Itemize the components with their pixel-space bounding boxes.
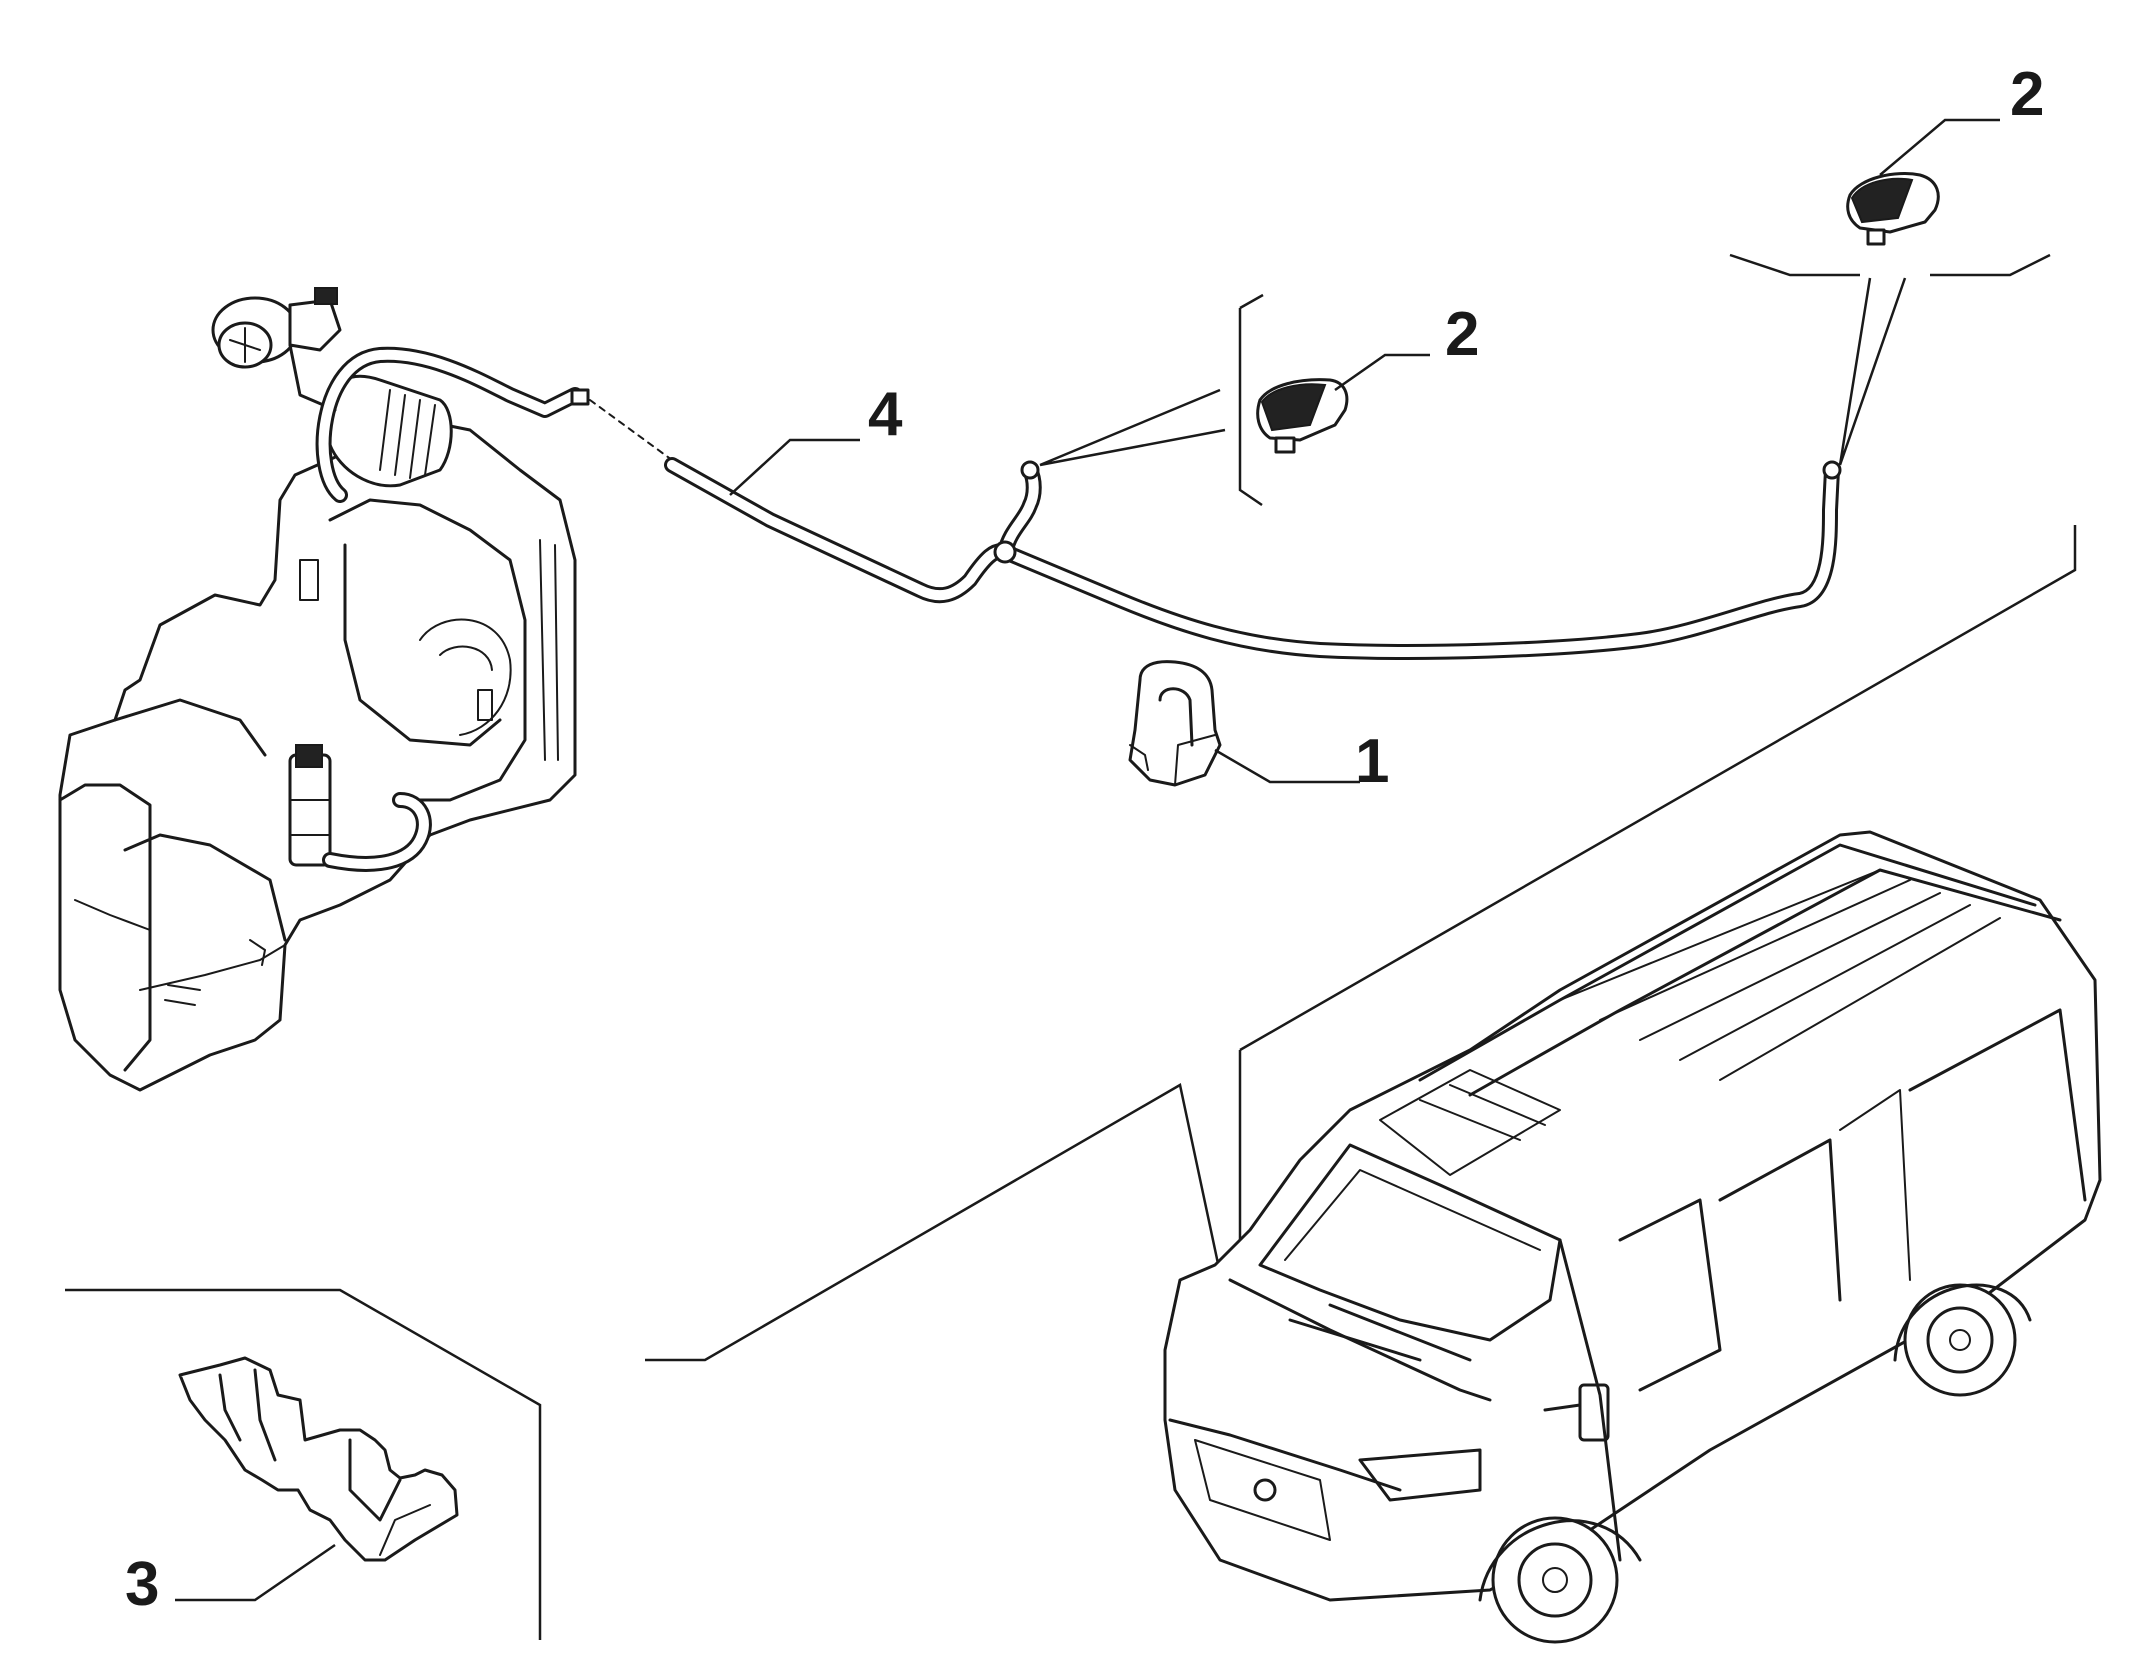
washer-reservoir <box>58 287 673 1092</box>
callout-3: 3 <box>125 1550 159 1619</box>
washer-hose <box>664 457 1842 660</box>
hose-holder <box>65 1288 542 1640</box>
callout-2b: 2 <box>2010 60 2044 129</box>
callout-4: 4 <box>868 380 903 449</box>
callout-leaders <box>175 118 2000 1602</box>
leader-2b <box>1879 118 2000 176</box>
hose-clip <box>1128 660 1222 787</box>
leader-1 <box>1214 748 1360 784</box>
callout-2a: 2 <box>1445 300 1479 369</box>
callout-1: 1 <box>1355 727 1389 796</box>
leader-4 <box>729 438 860 496</box>
washer-nozzle-right <box>1729 172 2051 466</box>
van-location-view <box>645 525 2102 1644</box>
washer-nozzle-left <box>1039 293 1349 507</box>
leader-3 <box>175 1543 336 1602</box>
leader-2a <box>1334 353 1430 392</box>
